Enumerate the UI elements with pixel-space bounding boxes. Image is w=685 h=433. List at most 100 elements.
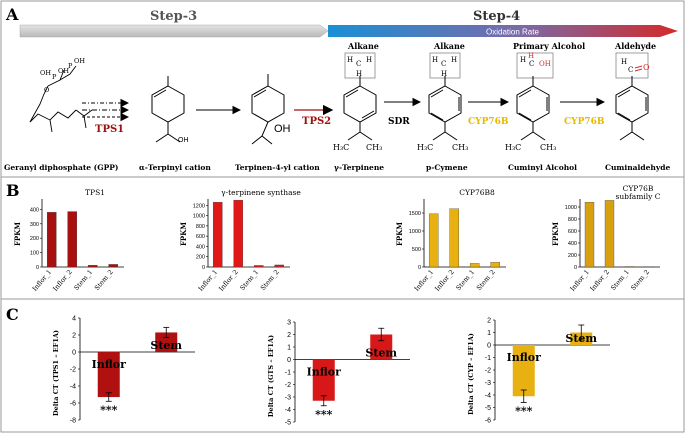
x-tick-label: Inflor_2 [51, 268, 74, 293]
y-tick-label: 4 [72, 316, 76, 323]
svg-text:H₃C: H₃C [505, 143, 521, 152]
bar [584, 202, 595, 268]
svg-text:H: H [528, 52, 534, 60]
name-terpinyl: α-Terpinyl cation [139, 163, 211, 172]
name-cuminyl: Cuminyl Alcohol [508, 163, 577, 172]
svg-text:C: C [529, 60, 534, 68]
bar [233, 199, 244, 268]
chart-title: CYP76B8 [459, 188, 495, 197]
compound-names: Geranyl diphosphate (GPP) α-Terpinyl cat… [4, 163, 670, 172]
svg-text:P: P [68, 62, 73, 70]
y-tick-label: -2 [285, 382, 291, 389]
svg-text:H: H [356, 70, 362, 78]
functional-group-boxes [344, 52, 649, 79]
terpinyl-oh: OH [178, 137, 189, 144]
y-tick-label: 1000 [193, 214, 205, 220]
y-tick-label: 800 [196, 224, 205, 230]
significance-label: *** [515, 405, 533, 418]
category-label: Inflor [307, 366, 341, 379]
y-tick-label: -6 [485, 418, 491, 425]
svg-text:H: H [441, 70, 447, 78]
svg-text:OH: OH [539, 60, 551, 68]
y-tick-label: -1 [485, 355, 491, 362]
category-label: Stem [565, 332, 597, 345]
panel-b: B TPS10100200300400FPKMInflor_1Inflor_2S… [6, 181, 661, 293]
bar [428, 213, 439, 268]
terpinen4yl-structure [251, 74, 285, 145]
y-tick-label: 200 [30, 236, 39, 242]
significance-label: *** [315, 408, 333, 421]
x-tick-label: Stem_2 [93, 268, 115, 292]
bar [469, 263, 480, 268]
svg-text:OH: OH [74, 57, 85, 65]
y-tick-label: -5 [485, 405, 491, 412]
y-tick-label: -2 [70, 367, 76, 374]
y-tick-label: -5 [285, 420, 291, 427]
name-pcymene: p-Cymene [426, 163, 468, 172]
bar [97, 352, 120, 398]
svg-text:CH₃: CH₃ [452, 143, 468, 152]
bar [449, 208, 460, 268]
class-aldehyde: Aldehyde [614, 41, 656, 51]
step3-label: Step-3 [150, 9, 197, 24]
panel-a: A Step-3 Step-4 Oxidation Rate OH P OH P… [4, 5, 678, 172]
significance-label: *** [100, 403, 118, 416]
panel-b-letter: B [6, 181, 20, 200]
class-alkane-1: Alkane [347, 41, 379, 51]
category-label: Stem [150, 339, 182, 352]
svg-text:H: H [621, 58, 627, 66]
y-tick-label: 100 [30, 251, 39, 257]
y-tick-label: 0 [202, 265, 205, 271]
y-tick-label: -6 [70, 401, 76, 408]
x-tick-label: Stem_1 [609, 268, 631, 292]
x-tick-label: Stem_1 [238, 268, 260, 292]
bar [490, 262, 501, 268]
y-axis-label: FPKM [13, 222, 22, 246]
y-axis-label: Delta CT (CYP – EF1A) [467, 333, 475, 415]
bar [312, 359, 335, 401]
cuminyl-structure [516, 76, 550, 141]
bar [604, 200, 615, 268]
x-tick-label: Inflor_1 [31, 268, 54, 293]
svg-text:O: O [44, 86, 49, 94]
y-axis-label: FPKM [395, 222, 404, 246]
y-tick-label: 0 [36, 265, 39, 271]
cyp-enzyme-2: CYP76B [564, 117, 605, 127]
panel-b-charts: TPS10100200300400FPKMInflor_1Inflor_2Ste… [13, 184, 661, 293]
tps2-enzyme: TPS2 [302, 116, 331, 127]
chart-title: γ-terpinene synthase [221, 188, 301, 197]
y-tick-label: 400 [568, 241, 577, 247]
x-tick-label: Inflor_2 [589, 268, 612, 293]
y-tick-label: 400 [30, 207, 39, 213]
bar [274, 264, 285, 268]
category-label: Inflor [92, 358, 126, 371]
y-tick-label: 400 [196, 244, 205, 250]
svg-text:C: C [628, 66, 633, 74]
y-tick-label: 3 [287, 320, 291, 327]
x-tick-label: Inflor_2 [433, 268, 456, 293]
y-axis-label: Delta CT (TPS1 – EF1A) [52, 330, 60, 416]
bar [87, 265, 98, 268]
chart-title: TPS1 [85, 188, 105, 197]
x-tick-label: Inflor_1 [569, 268, 592, 293]
bar [212, 202, 223, 268]
tps1-arrows [82, 98, 130, 122]
category-label: Inflor [507, 351, 541, 364]
x-tick-label: Stem_1 [454, 268, 476, 292]
svg-text:H: H [347, 56, 353, 64]
x-tick-label: Inflor_1 [413, 268, 436, 293]
y-tick-label: 1500 [409, 211, 421, 217]
y-axis-label: FPKM [551, 222, 560, 246]
y-tick-label: 300 [30, 222, 39, 228]
chart-title: CYP76B [623, 184, 654, 193]
chart-title: subfamily C [616, 192, 661, 201]
class-alkane-2: Alkane [433, 41, 465, 51]
bar [108, 264, 119, 268]
cyp-enzyme-1: CYP76B [468, 117, 509, 127]
